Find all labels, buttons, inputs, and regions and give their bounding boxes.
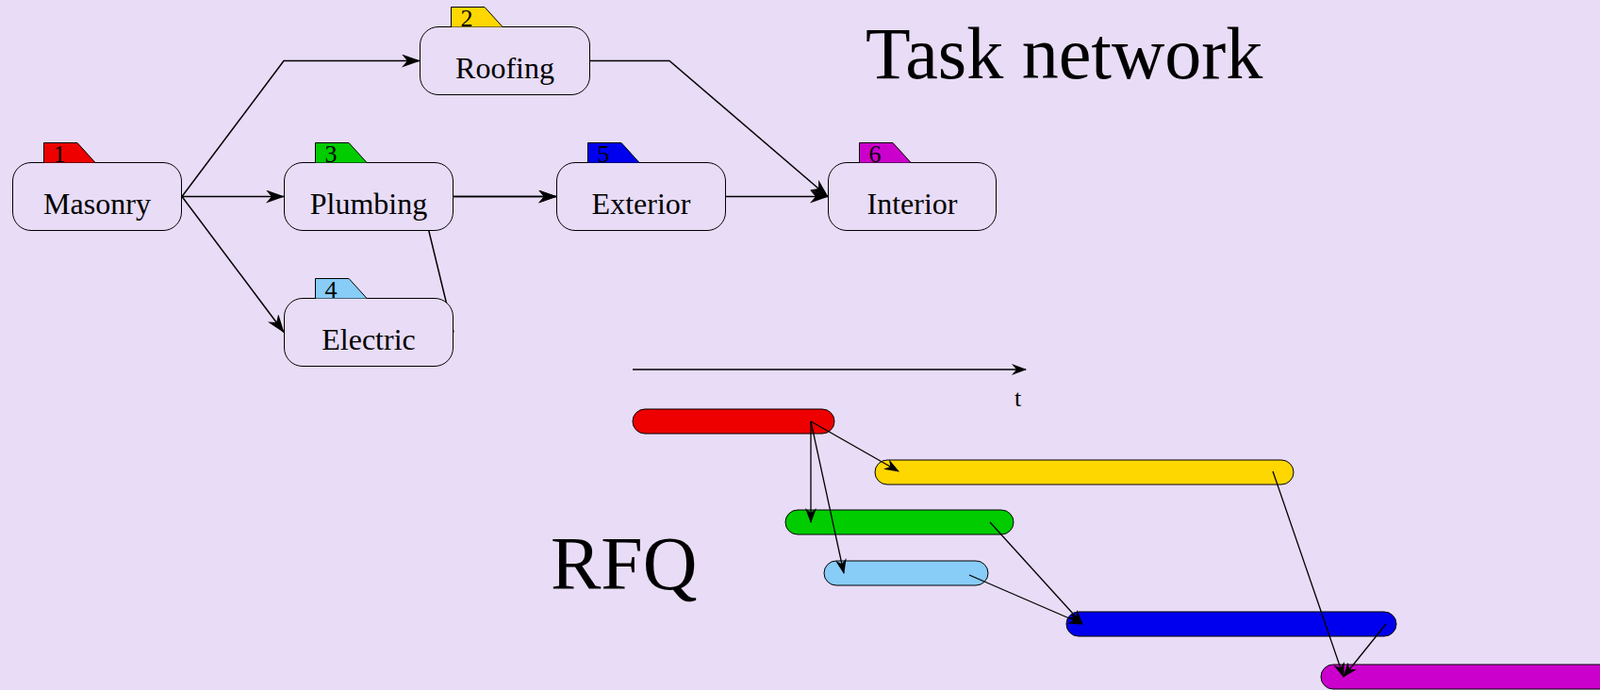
- dependency-arrow: [989, 522, 1083, 625]
- task-box: 2Roofing: [419, 26, 591, 96]
- tab-shape: [314, 142, 368, 164]
- callout-number: 3: [314, 142, 347, 165]
- callout-number: 6: [858, 142, 891, 165]
- task-tab: 2: [450, 6, 504, 28]
- dependency-connector: [181, 196, 284, 198]
- callout-number: 5: [587, 142, 620, 165]
- task-name: Plumbing: [298, 188, 439, 231]
- task-box: 1Masonry: [12, 162, 182, 231]
- dependency-connector: [181, 197, 284, 333]
- tab-shape: [587, 142, 641, 164]
- task-name: Roofing: [444, 52, 566, 95]
- task-name: Electric: [310, 324, 427, 366]
- gantt-bar: [785, 510, 1014, 535]
- gantt-bar: [1320, 664, 1600, 690]
- gantt-bar: [632, 409, 835, 434]
- callout-number: 2: [450, 6, 483, 30]
- task-box: 6Interior: [827, 162, 997, 231]
- callout-number: 1: [43, 142, 76, 165]
- task-tab: 3: [314, 142, 368, 164]
- title: Task network: [865, 16, 1263, 91]
- axis-label: t: [1014, 386, 1022, 412]
- dependency-arrow: [969, 575, 1083, 625]
- tab-shape: [858, 142, 912, 164]
- task-box: 4Electric: [283, 297, 454, 367]
- dependency-connector: [725, 196, 828, 198]
- tab-shape: [450, 6, 504, 28]
- gantt-bar: [874, 460, 1294, 485]
- task-name: Exterior: [580, 188, 703, 231]
- dependency-arrow: [1343, 624, 1386, 677]
- dependency-arrow: [809, 421, 811, 523]
- time-axis: [632, 368, 1026, 371]
- section-label: RFQ: [550, 526, 698, 602]
- task-name: Masonry: [32, 188, 163, 231]
- dependency-arrow: [810, 421, 899, 472]
- callout-number: 4: [314, 278, 347, 301]
- tab-shape: [43, 142, 97, 164]
- tab-shape: [314, 278, 368, 299]
- dependency-arrow: [1272, 471, 1344, 677]
- gantt-bar: [824, 560, 989, 586]
- task-tab: 6: [858, 142, 912, 164]
- task-name: Interior: [856, 188, 970, 231]
- task-box: 5Exterior: [556, 162, 726, 231]
- task-tab: 1: [43, 142, 97, 164]
- task-tab: 5: [587, 142, 641, 164]
- dependency-arrow: [810, 421, 844, 574]
- gantt-bar: [1066, 611, 1397, 637]
- task-box: 3Plumbing: [283, 162, 454, 231]
- task-tab: 4: [314, 278, 368, 299]
